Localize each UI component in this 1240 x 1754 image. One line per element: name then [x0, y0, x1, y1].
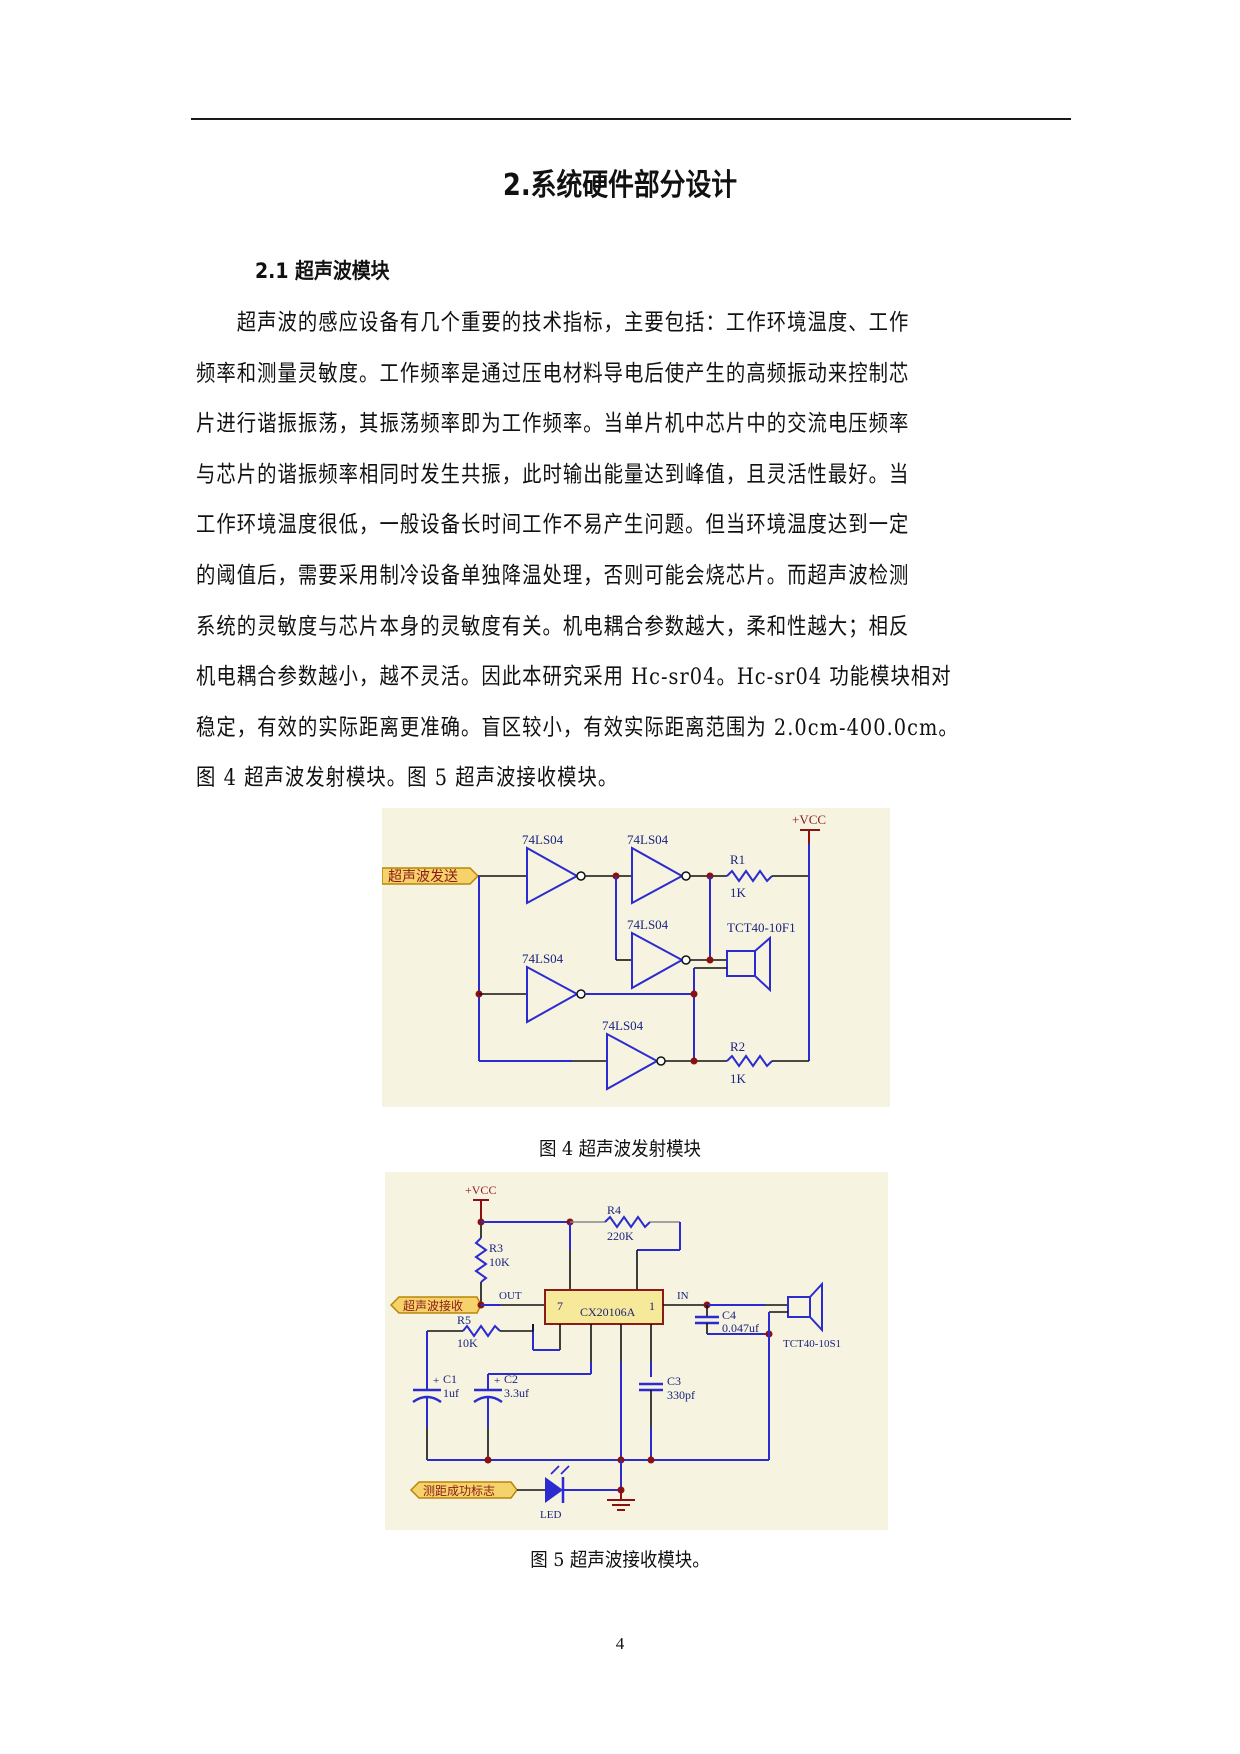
svg-text:1uf: 1uf [443, 1386, 459, 1400]
svg-text:74LS04: 74LS04 [602, 1018, 644, 1033]
figure-4-transmitter-schematic: 超声波发送 74LS04 [382, 808, 890, 1107]
svg-text:C1: C1 [443, 1372, 457, 1386]
transducer-icon [726, 935, 771, 993]
body-line: 片进行谐振振荡，其振荡频率即为工作频率。当单片机中芯片中的交流电压频率 [196, 411, 910, 438]
svg-text:C4: C4 [722, 1308, 736, 1322]
figure-4-caption: 图 4 超声波发射模块 [538, 1138, 702, 1160]
output-port-label: 超声波接收 [389, 1296, 482, 1314]
transducer-icon [787, 1281, 823, 1333]
svg-text:测距成功标志: 测距成功标志 [423, 1484, 495, 1498]
section-title: 2.1 超声波模块 [255, 259, 390, 283]
svg-text:TCT40-10F1: TCT40-10F1 [727, 920, 796, 935]
ic-cx20106a: 7 1 CX20106A [544, 1289, 664, 1325]
body-paragraph: 超声波的感应设备有几个重要的技术指标，主要包括：工作环境温度、工作 频率和测量灵… [196, 298, 1072, 804]
svg-text:7: 7 [557, 1299, 563, 1313]
svg-text:+VCC: +VCC [465, 1183, 496, 1197]
svg-text:3.3uf: 3.3uf [504, 1386, 529, 1400]
svg-text:R1: R1 [730, 852, 745, 867]
svg-text:超声波发送: 超声波发送 [388, 869, 458, 885]
svg-text:超声波接收: 超声波接收 [403, 1298, 463, 1313]
body-line: 系统的灵敏度与芯片本身的灵敏度有关。机电耦合参数越大，柔和性越大；相反 [196, 613, 910, 640]
header-rule [191, 118, 1071, 120]
body-line: 机电耦合参数越小，越不灵活。因此本研究采用 Hc-sr04。Hc-sr04 功能… [196, 664, 952, 691]
page-number: 4 [615, 1634, 625, 1653]
ground-icon [607, 1490, 635, 1511]
svg-text:CX20106A: CX20106A [580, 1305, 636, 1319]
svg-text:+: + [433, 1375, 439, 1387]
body-line: 的阈值后，需要采用制冷设备单独降温处理，否则可能会烧芯片。而超声波检测 [196, 562, 910, 589]
led-icon [545, 1465, 570, 1503]
svg-text:C2: C2 [504, 1372, 518, 1386]
svg-text:OUT: OUT [499, 1290, 522, 1302]
svg-text:220K: 220K [607, 1229, 634, 1243]
svg-text:+VCC: +VCC [792, 812, 826, 827]
body-line: 与芯片的谐振频率相同时发生共振，此时输出能量达到峰值，且灵活性最好。当 [196, 461, 910, 488]
body-line: 工作环境温度很低，一般设备长时间工作不易产生问题。但当环境温度达到一定 [196, 512, 910, 539]
body-line: 超声波的感应设备有几个重要的技术指标，主要包括：工作环境温度、工作 [196, 310, 910, 336]
svg-text:R4: R4 [607, 1203, 621, 1217]
svg-text:IN: IN [677, 1290, 689, 1302]
svg-text:74LS04: 74LS04 [522, 832, 564, 847]
input-port-label: 超声波发送 [382, 867, 480, 885]
body-line: 稳定，有效的实际距离更准确。盲区较小，有效实际距离范围为 2.0cm-400.0… [196, 714, 959, 741]
svg-text:+: + [494, 1375, 500, 1387]
svg-text:R2: R2 [730, 1039, 745, 1054]
svg-text:R5: R5 [457, 1313, 471, 1327]
chapter-title: 2.系统硬件部分设计 [502, 168, 738, 203]
body-line: 图 4 超声波发射模块。图 5 超声波接收模块。 [196, 765, 619, 792]
svg-text:1K: 1K [730, 1071, 747, 1086]
svg-text:C3: C3 [667, 1374, 681, 1388]
svg-text:1K: 1K [730, 885, 747, 900]
svg-text:10K: 10K [457, 1336, 478, 1350]
svg-text:1: 1 [649, 1299, 655, 1313]
svg-text:0.047uf: 0.047uf [722, 1321, 759, 1335]
flag-port-label: 测距成功标志 [409, 1481, 518, 1499]
svg-text:330pf: 330pf [667, 1388, 695, 1402]
figure-5-caption: 图 5 超声波接收模块。 [530, 1549, 710, 1571]
svg-text:LED: LED [540, 1509, 561, 1521]
svg-text:10K: 10K [489, 1255, 510, 1269]
svg-text:TCT40-10S1: TCT40-10S1 [783, 1338, 841, 1350]
svg-text:74LS04: 74LS04 [627, 917, 669, 932]
svg-text:74LS04: 74LS04 [627, 832, 669, 847]
svg-text:74LS04: 74LS04 [522, 951, 564, 966]
body-line: 频率和测量灵敏度。工作频率是通过压电材料导电后使产生的高频振动来控制芯 [196, 360, 910, 387]
figure-5-receiver-schematic: +VCC R4 220K R3 10K 超声波接收 OUT [385, 1172, 888, 1530]
svg-text:R3: R3 [489, 1241, 503, 1255]
